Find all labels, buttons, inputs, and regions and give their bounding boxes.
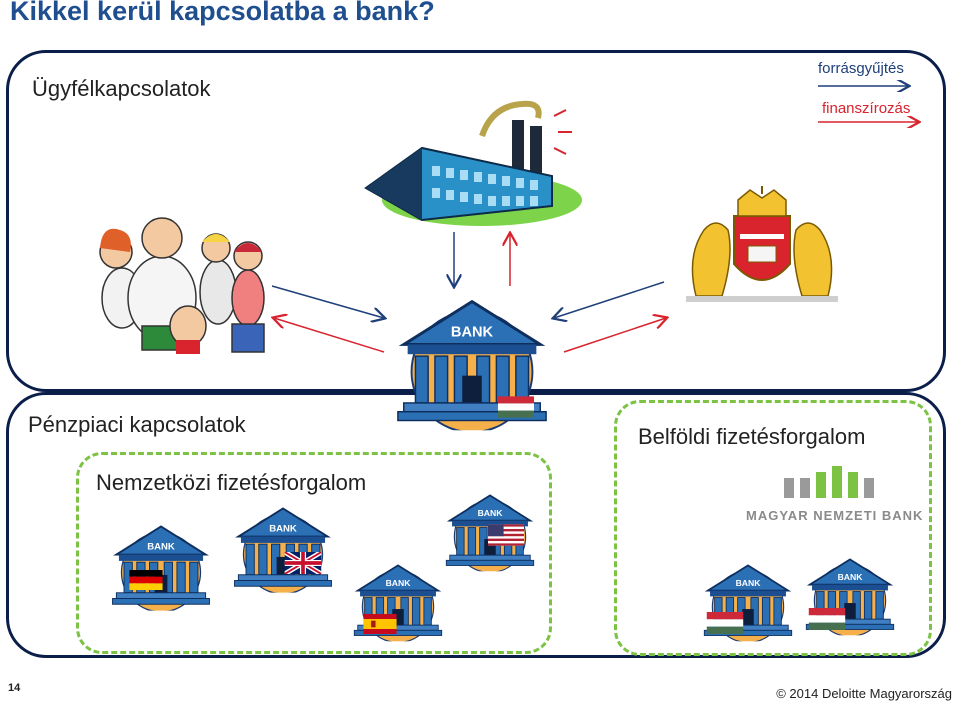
- customer-relations-label: Ügyfélkapcsolatok: [32, 76, 211, 101]
- legend-arrow-blue: [818, 80, 914, 92]
- bank-germany-icon: BANK: [110, 516, 212, 616]
- flag-spain-icon: [362, 614, 398, 634]
- domestic-payments-label: Belföldi fizetésforgalom: [638, 424, 866, 449]
- flag-usa-icon: [488, 524, 524, 546]
- bank-domestic-1-icon: BANK: [702, 558, 794, 644]
- mnb-logo-icon: [784, 466, 874, 498]
- factory-icon: [364, 100, 582, 226]
- money-market-label: Pénzpiaci kapcsolatok: [28, 412, 246, 437]
- svg-text:BANK: BANK: [478, 508, 504, 518]
- flag-germany-icon: [128, 570, 164, 590]
- flag-hungary-domestic-2-icon: [808, 608, 846, 630]
- legend-item-funding: forrásgyűjtés: [818, 60, 904, 77]
- flag-hungary-icon: [498, 396, 534, 418]
- legend-item-financing-label: finanszírozás: [822, 100, 911, 117]
- domestic-payments-box: [614, 400, 932, 656]
- page-number: 14: [8, 682, 21, 694]
- svg-text:BANK: BANK: [269, 523, 297, 534]
- mnb-logo-text: MAGYAR NEMZETI BANK: [746, 508, 924, 523]
- legend-item-financing: finanszírozás: [822, 100, 910, 117]
- svg-text:BANK: BANK: [736, 578, 762, 588]
- people-illustration: [99, 217, 265, 354]
- bank-usa-icon: BANK: [444, 486, 536, 576]
- bank-label: BANK: [451, 325, 494, 341]
- flag-uk-icon: [284, 552, 322, 574]
- coat-of-arms-icon: [686, 186, 838, 302]
- svg-text:BANK: BANK: [838, 572, 864, 582]
- legend-item-funding-label: forrásgyűjtés: [818, 60, 904, 77]
- svg-text:BANK: BANK: [147, 541, 175, 552]
- international-payments-label: Nemzetközi fizetésforgalom: [96, 470, 367, 495]
- bank-spain-icon: BANK: [352, 556, 444, 646]
- central-bank-icon: BANK: [394, 292, 550, 432]
- bank-uk-icon: BANK: [232, 498, 334, 598]
- bank-domestic-2-icon: BANK: [804, 552, 896, 638]
- legend-arrow-red: [818, 116, 924, 128]
- slide-title: Kikkel kerül kapcsolatba a bank?: [10, 0, 435, 26]
- svg-text:BANK: BANK: [386, 578, 412, 588]
- copyright-text: © 2014 Deloitte Magyarország: [776, 686, 952, 701]
- flag-hungary-domestic-1-icon: [706, 612, 744, 634]
- international-payments-box: [76, 452, 552, 654]
